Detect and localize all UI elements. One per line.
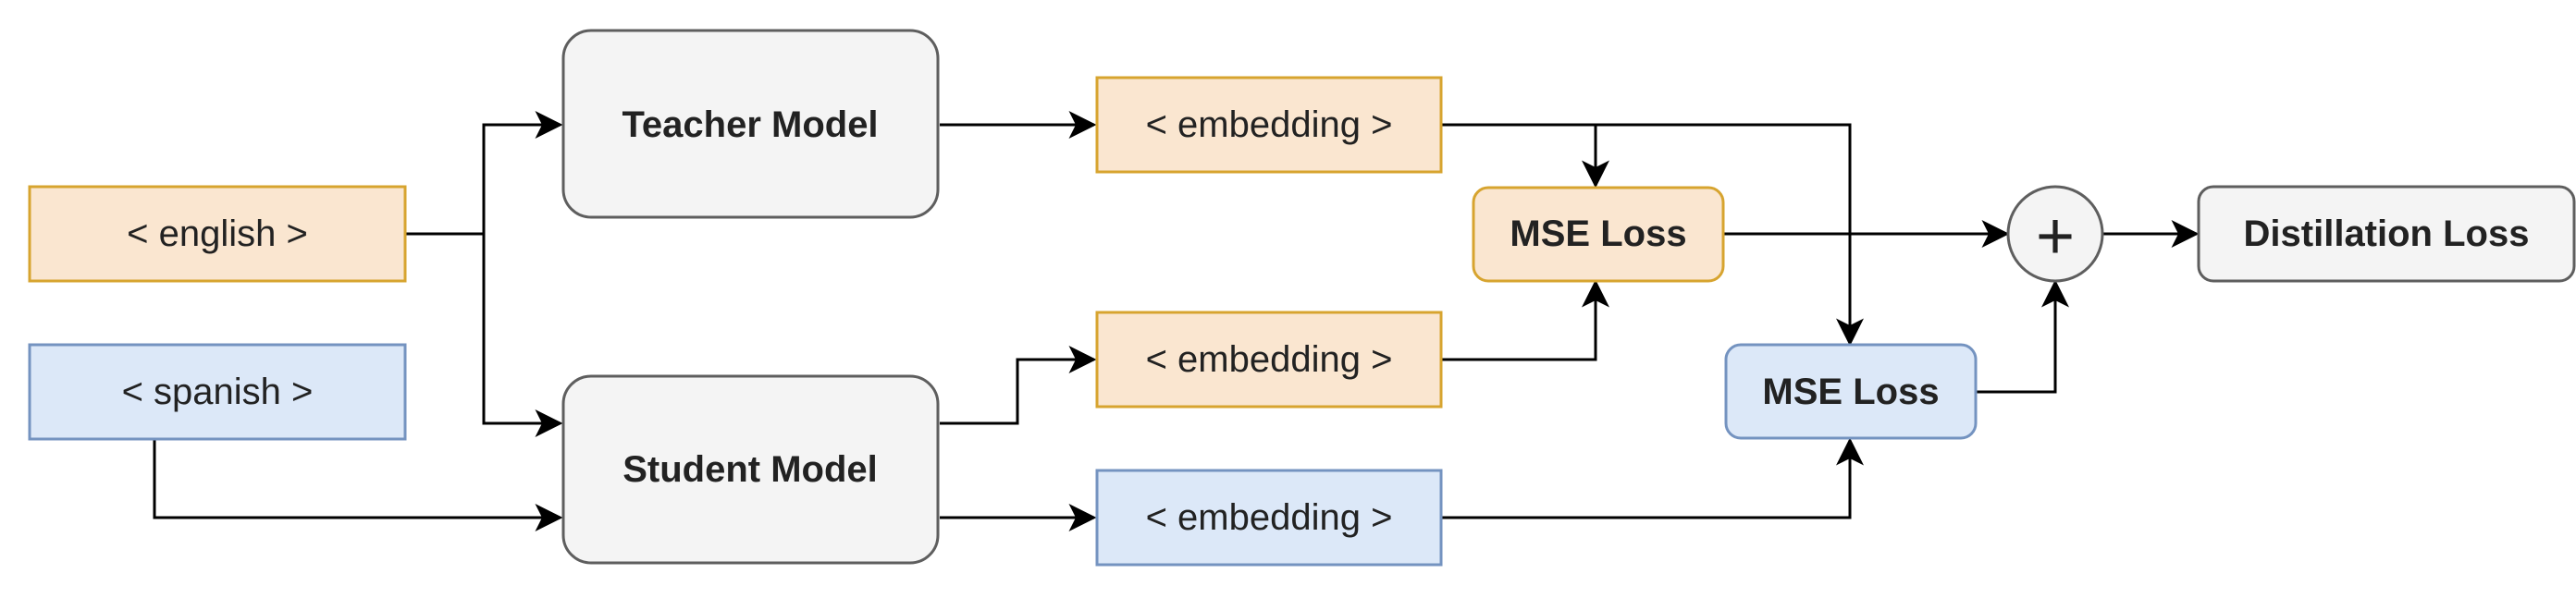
plus-icon: +	[2036, 200, 2075, 274]
sum-node: +	[2006, 185, 2104, 283]
teacher-model-label: Teacher Model	[622, 104, 878, 145]
mse-loss-bottom-node: MSE Loss	[1724, 343, 1978, 440]
student-embedding-en-node: < embedding >	[1095, 311, 1443, 409]
student-embedding-es-node: < embedding >	[1095, 469, 1443, 567]
spanish-input-node: < spanish >	[28, 343, 407, 441]
edge-student-embedding-es-to-mse-bottom	[1441, 437, 1864, 519]
student-embedding-en-label: < embedding >	[1146, 339, 1393, 380]
spanish-input-label: < spanish >	[122, 372, 314, 412]
edge-student-to-embedding-en	[940, 346, 1097, 425]
mse-loss-top-label: MSE Loss	[1510, 214, 1686, 254]
edge-student-embedding-en-to-mse-top	[1441, 279, 1609, 361]
edges	[153, 111, 2200, 531]
distillation-loss-label: Distillation Loss	[2244, 214, 2530, 254]
student-embedding-es-label: < embedding >	[1146, 497, 1393, 538]
edge-mse-bottom-to-sum	[1977, 279, 2069, 394]
teacher-embedding-label: < embedding >	[1146, 104, 1393, 145]
distillation-loss-node: Distillation Loss	[2197, 185, 2576, 283]
edge-teacher-embedding-to-mse-bottom	[1596, 123, 1864, 347]
mse-loss-top-node: MSE Loss	[1472, 186, 1725, 283]
edge-english-to-teacher	[405, 111, 563, 236]
english-input-label: < english >	[127, 214, 308, 254]
english-input-node: < english >	[28, 185, 407, 283]
teacher-model-node: Teacher Model	[561, 29, 940, 219]
student-model-node: Student Model	[561, 374, 940, 565]
edge-english-to-student	[482, 234, 563, 437]
student-model-label: Student Model	[622, 449, 878, 490]
teacher-embedding-node: < embedding >	[1095, 76, 1443, 174]
mse-loss-bottom-label: MSE Loss	[1762, 372, 1939, 412]
edge-teacher-embedding-to-mse-top	[1441, 123, 1609, 189]
edge-spanish-to-student	[153, 440, 563, 531]
